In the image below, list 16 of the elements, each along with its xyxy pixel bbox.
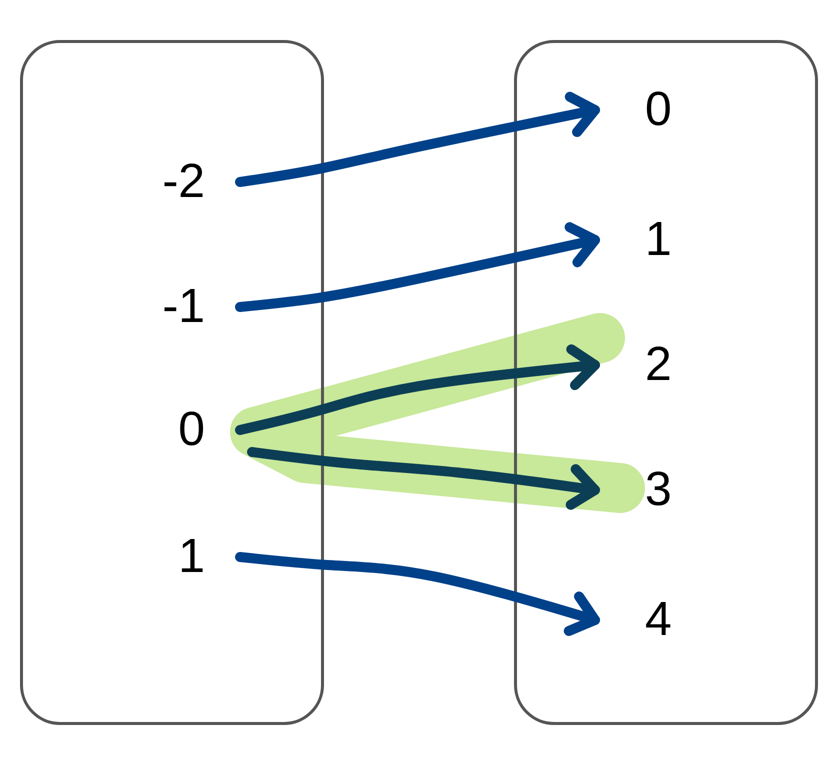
- rounded-box: [514, 40, 818, 725]
- arrow: [247, 447, 600, 510]
- rounded-box: [20, 40, 324, 725]
- arrow: [235, 222, 600, 312]
- number-label: 0: [178, 406, 205, 454]
- number-label: -1: [162, 283, 205, 331]
- arrow: [235, 552, 600, 636]
- number-label: 1: [178, 533, 205, 581]
- number-label: 0: [645, 86, 672, 134]
- number-label: 1: [645, 216, 672, 264]
- number-label: 3: [645, 466, 672, 514]
- number-label: -2: [162, 158, 205, 206]
- arrow: [235, 92, 600, 187]
- number-label: 2: [645, 341, 672, 389]
- arrow: [235, 344, 600, 435]
- number-label: 4: [645, 596, 672, 644]
